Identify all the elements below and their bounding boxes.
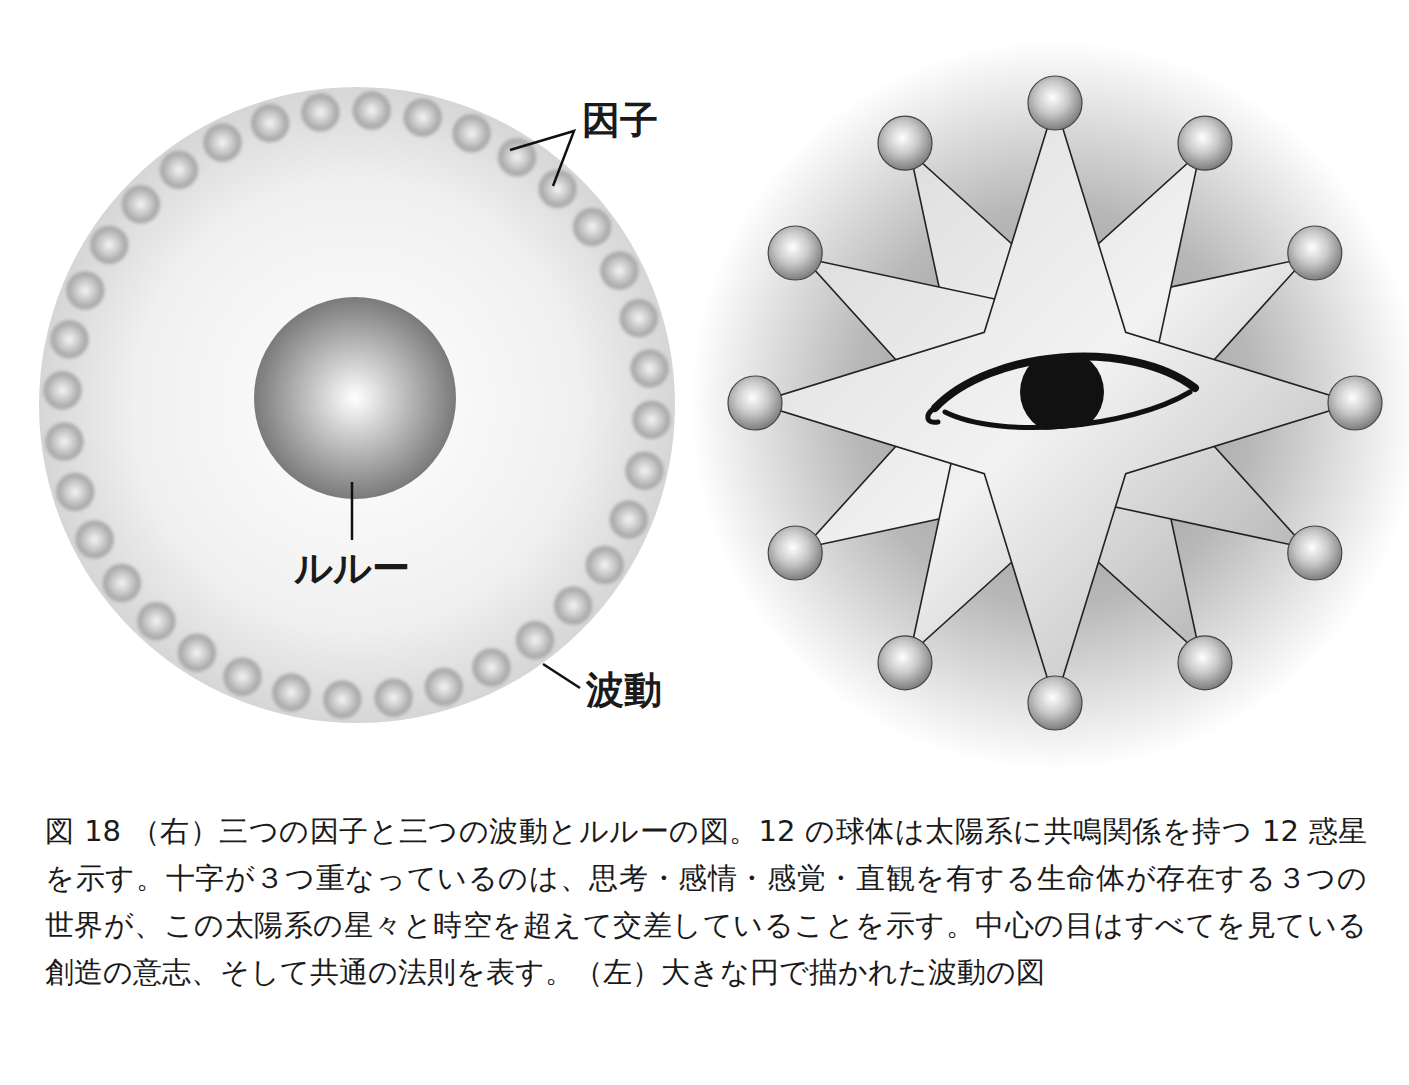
cross-star [755,103,1355,703]
factor-bead [619,298,659,338]
factor-bead [102,563,142,603]
factor-bead [625,451,665,491]
leader-line [543,664,580,688]
factor-bead [322,680,362,720]
factor-bead [374,678,414,718]
factor-bead [136,601,176,641]
factor-bead [609,500,649,540]
factor-bead [424,667,464,707]
factor-bead [65,270,105,310]
planet-sphere [878,636,932,690]
planet-sphere [768,526,822,580]
factor-bead [632,400,672,440]
factor-bead [222,657,262,697]
leader-line [510,131,574,186]
factor-bead [630,348,670,388]
factor-bead [250,103,290,143]
factor-bead [403,97,443,137]
factor-bead [271,673,311,713]
planet-sphere [1288,226,1342,280]
halo [690,40,1409,770]
factor-bead [572,207,612,247]
planet-sphere [1028,76,1082,130]
figure-caption: 図 18 （右）三つの因子と三つの波動とルルーの図。12 の球体は太陽系に共鳴関… [45,808,1367,996]
factor-bead [452,113,492,153]
planet-spheres [728,76,1382,730]
factor-bead [55,472,95,512]
factor-bead [600,251,640,291]
ruru-sphere [254,297,456,499]
planet-sphere [1028,676,1082,730]
star-crosses [755,103,1355,703]
factor-bead [121,184,161,224]
factor-bead [44,422,84,462]
planet-sphere [728,376,782,430]
planet-sphere [1178,636,1232,690]
factor-bead [472,648,512,688]
factor-bead [515,620,555,660]
part-label: 因子 [582,98,658,144]
wave-circle [39,87,675,723]
planet-sphere [1288,526,1342,580]
factor-bead [300,92,340,132]
factor-bead [177,633,217,673]
part-label: 波動 [586,668,662,714]
factor-bead [75,520,115,560]
factor-beads [42,90,671,719]
planet-sphere [1328,376,1382,430]
factor-bead [203,123,243,163]
planet-sphere [768,226,822,280]
factor-bead [585,545,625,585]
factor-bead [89,225,129,265]
planet-sphere [878,116,932,170]
leader-line [351,482,354,540]
factor-bead [352,90,392,130]
factor-bead [159,150,199,190]
planet-sphere [1178,116,1232,170]
factor-bead [49,319,89,359]
part-label: ルルー [252,546,452,592]
factor-bead [553,586,593,626]
eye-symbol [928,350,1195,434]
factor-bead [42,370,82,410]
